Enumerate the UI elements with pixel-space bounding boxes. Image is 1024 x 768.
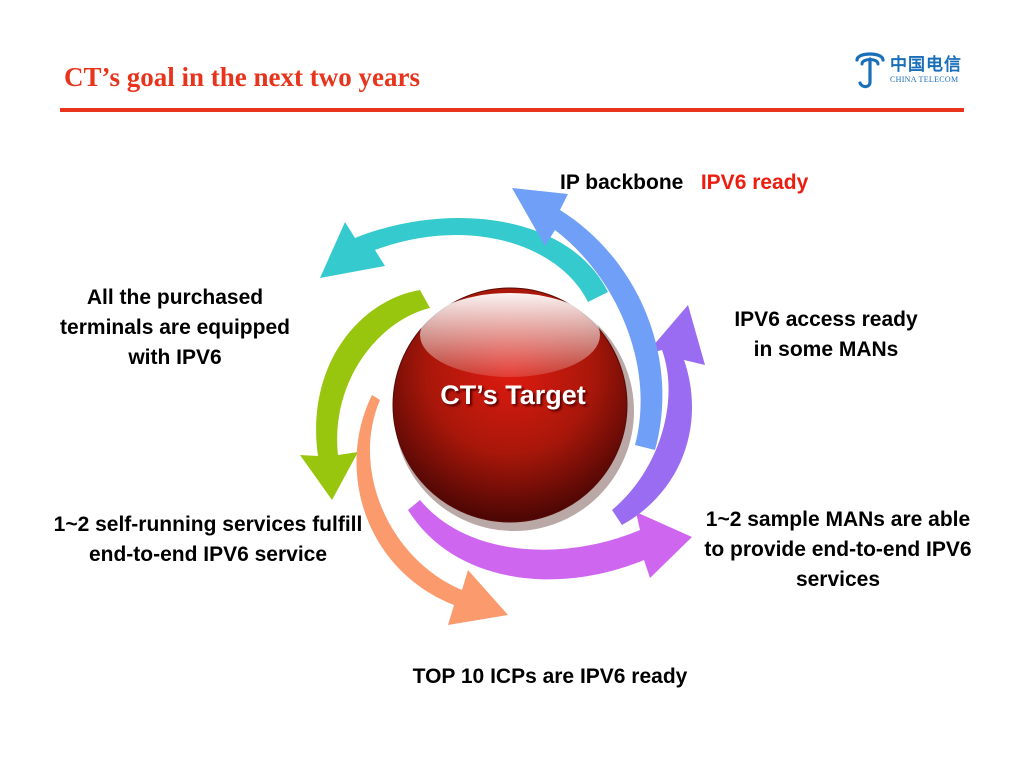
goal-ip-backbone-prefix: IP backbone xyxy=(560,171,684,194)
goal-terminals: All the purchased terminals are equipped… xyxy=(60,286,290,369)
slide-title: CT’s goal in the next two years xyxy=(64,62,420,92)
arrow-blue xyxy=(512,188,663,450)
title-rule xyxy=(60,108,964,112)
goal-sample-mans: 1~2 sample MANs are able to provide end-… xyxy=(704,508,972,591)
arrow-green xyxy=(300,290,430,500)
arrow-magenta xyxy=(408,500,692,580)
logo-english-name: CHINA TELECOM xyxy=(890,75,959,84)
target-orb-highlight xyxy=(420,293,600,377)
goal-ipv6-access: IPV6 access ready in some MANs xyxy=(734,308,918,361)
china-telecom-logo: 中国电信 CHINA TELECOM xyxy=(852,50,967,92)
goal-ip-backbone: IP backbone IPV6 ready xyxy=(560,168,900,198)
logo-chinese-name: 中国电信 xyxy=(890,55,962,75)
center-target-label: CT’s Target xyxy=(440,380,586,410)
arrow-purple xyxy=(612,305,705,525)
arrow-teal xyxy=(320,217,608,302)
goal-ip-backbone-highlight: IPV6 ready xyxy=(700,171,809,194)
goal-self-running: 1~2 self-running services fulfill end-to… xyxy=(53,513,363,566)
china-telecom-emblem-icon xyxy=(855,52,885,89)
arrow-orange xyxy=(356,395,508,625)
goal-top-icps: TOP 10 ICPs are IPV6 ready xyxy=(412,665,688,688)
